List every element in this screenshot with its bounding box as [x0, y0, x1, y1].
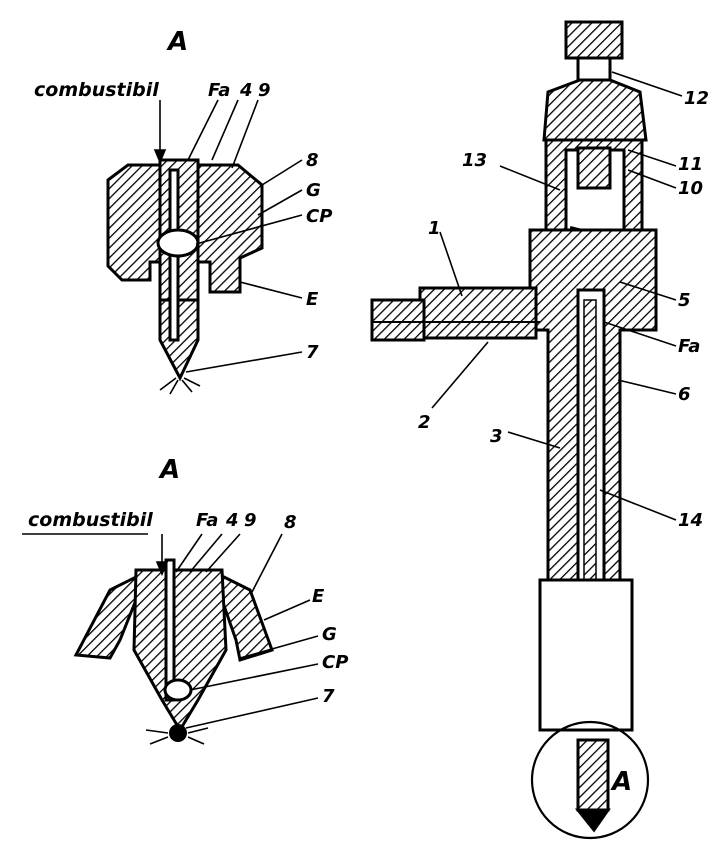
detail-top-spray	[159, 377, 201, 395]
injector-leaders	[431, 71, 683, 521]
injector-label-11: 11	[678, 154, 703, 175]
detail-bottom-label-4: 4	[225, 510, 239, 531]
injector-label-5: 5	[678, 290, 691, 311]
injector-label-1: 1	[428, 218, 441, 239]
detail-bottom-tip	[169, 724, 187, 742]
detail-top-label-e: E	[306, 289, 319, 310]
detail-bottom-label-8: 8	[284, 512, 297, 533]
detail-bottom-title: A	[158, 455, 180, 485]
detail-top-fa-label: Fa	[208, 80, 230, 101]
detail-top-label-4: 4	[239, 80, 253, 101]
detail-bottom-leaders	[22, 533, 319, 729]
injector-label-10: 10	[678, 178, 703, 199]
detail-top-fuel-label: combustibil	[34, 79, 159, 101]
detail-bottom-label-cp: CP	[322, 652, 348, 673]
detail-bottom-fuel-label: combustibil	[28, 509, 153, 531]
detail-top-title: A	[166, 27, 188, 57]
detail-top-label-7: 7	[306, 342, 319, 363]
injector-label-12: 12	[684, 88, 709, 109]
detail-bottom-label-e: E	[312, 586, 325, 607]
detail-top-label-8: 8	[306, 150, 319, 171]
detail-bottom-fa-label: Fa	[196, 510, 218, 531]
injector-label-2: 2	[418, 412, 431, 433]
detail-bottom-spray	[145, 727, 209, 745]
detail-top-label-cp: CP	[306, 206, 332, 227]
injector-detail-circle	[530, 720, 650, 840]
injector-label-14: 14	[678, 510, 703, 531]
injector-label-13: 13	[462, 150, 487, 171]
detail-top-label-9: 9	[258, 80, 271, 101]
detail-bottom-label-7: 7	[322, 686, 335, 707]
injector-label-fa: Fa	[678, 336, 700, 357]
injector-drawing	[370, 20, 658, 833]
detail-bottom-label-9: 9	[244, 510, 257, 531]
detail-bottom-label-g: G	[322, 624, 337, 645]
detail-top-label-g: G	[306, 180, 321, 201]
injector-label-3: 3	[490, 426, 503, 447]
detail-top-drawing	[106, 158, 264, 382]
detail-top-leaders	[153, 99, 303, 373]
detail-bottom-drawing	[73, 558, 274, 733]
injector-label-a: A	[610, 767, 632, 797]
injector-label-6: 6	[678, 384, 691, 405]
